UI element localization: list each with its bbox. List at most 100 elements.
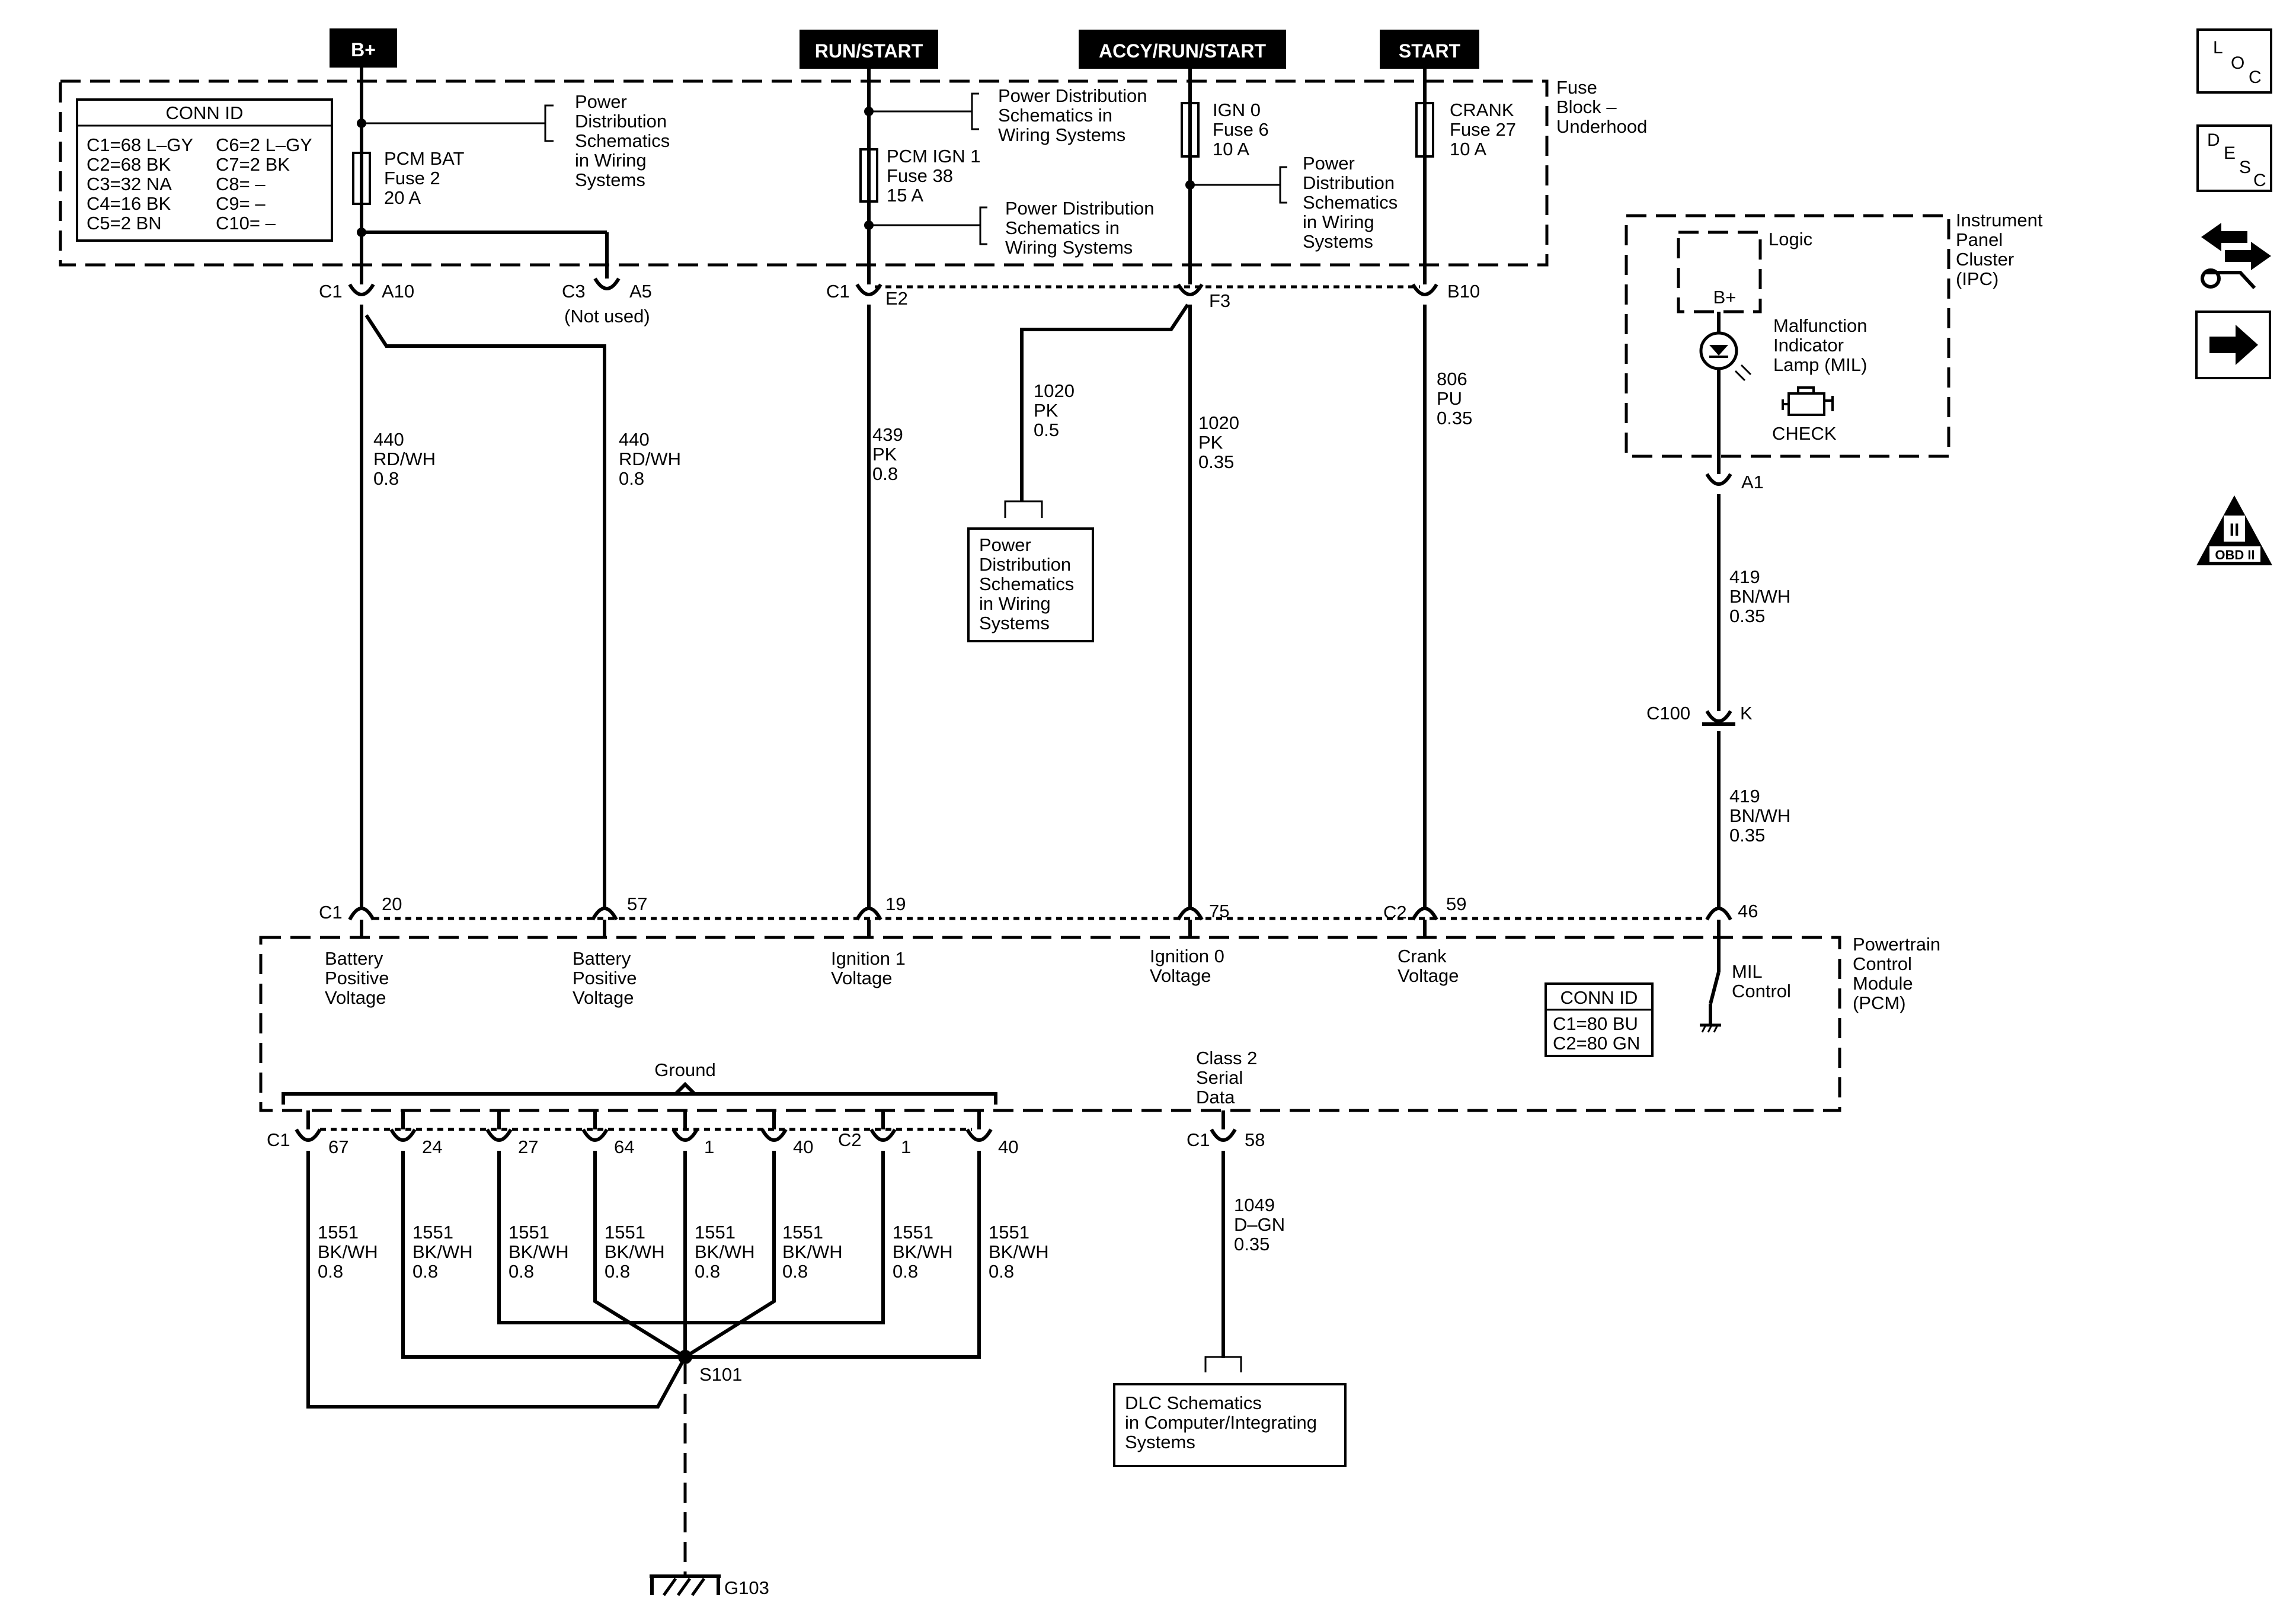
svg-text:0.35: 0.35 xyxy=(1729,606,1765,626)
svg-text:1551: 1551 xyxy=(893,1222,933,1243)
svg-text:(PCM): (PCM) xyxy=(1853,993,1906,1013)
next-arrow-icon[interactable] xyxy=(2195,311,2271,379)
svg-text:C1=68 L–GY: C1=68 L–GY xyxy=(87,135,193,155)
ground-brace-point xyxy=(674,1081,696,1096)
svg-text:Indicator: Indicator xyxy=(1773,335,1844,356)
svg-text:E: E xyxy=(2224,143,2236,163)
diagnostics-icon[interactable] xyxy=(2201,223,2271,290)
ref-power-distribution-box: Power Distribution Schematics in Wiring … xyxy=(967,500,1094,642)
svg-text:27: 27 xyxy=(518,1137,538,1157)
svg-text:C2=68 BK: C2=68 BK xyxy=(87,154,171,175)
svg-text:C2: C2 xyxy=(1383,902,1407,923)
svg-text:C3=32 NA: C3=32 NA xyxy=(87,174,172,194)
svg-text:C: C xyxy=(2249,68,2262,87)
svg-text:G103: G103 xyxy=(724,1577,769,1598)
fuse-connector-terminals xyxy=(348,277,1438,296)
inline-connector-c100: C100 K xyxy=(1646,703,1753,726)
svg-text:Power: Power xyxy=(575,91,627,112)
svg-text:Wiring Systems: Wiring Systems xyxy=(998,124,1125,145)
svg-text:0.8: 0.8 xyxy=(893,1261,918,1282)
svg-text:419: 419 xyxy=(1729,566,1760,587)
location-icon[interactable]: L O C xyxy=(2196,28,2272,94)
svg-text:20: 20 xyxy=(382,894,402,914)
pcm-ign1-fuse-label: PCM IGN 1 Fuse 38 15 A xyxy=(887,146,980,206)
svg-text:II: II xyxy=(2230,520,2240,540)
ground-pin-labels: C1 67 24 27 64 1 40 C2 1 40 C1 58 xyxy=(267,1129,1265,1157)
svg-text:C5=2 BN: C5=2 BN xyxy=(87,213,162,233)
svg-text:L: L xyxy=(2213,38,2223,57)
svg-text:Cluster: Cluster xyxy=(1956,249,2014,270)
circuit-run-start xyxy=(859,68,980,284)
svg-text:C10= –: C10= – xyxy=(216,213,276,233)
svg-text:Schematics in: Schematics in xyxy=(998,105,1112,126)
svg-text:C1: C1 xyxy=(319,281,343,302)
svg-text:Positive: Positive xyxy=(573,968,637,988)
svg-text:Instrument: Instrument xyxy=(1956,210,2043,231)
pcm-battery-positive-voltage-2: Battery Positive Voltage xyxy=(573,948,637,1008)
svg-text:Underhood: Underhood xyxy=(1556,116,1647,137)
svg-text:PU: PU xyxy=(1437,388,1462,409)
header-bplus: B+ xyxy=(330,28,397,68)
svg-text:10 A: 10 A xyxy=(1450,139,1486,159)
svg-text:0.8: 0.8 xyxy=(872,463,898,484)
svg-text:S: S xyxy=(2239,158,2251,177)
svg-text:67: 67 xyxy=(328,1137,348,1157)
svg-text:1: 1 xyxy=(704,1137,714,1157)
svg-text:A1: A1 xyxy=(1741,472,1764,492)
pcm-top-terminals xyxy=(348,907,1732,921)
svg-text:1020: 1020 xyxy=(1034,380,1075,401)
svg-text:C1: C1 xyxy=(1187,1129,1210,1150)
svg-text:64: 64 xyxy=(614,1137,634,1157)
svg-text:BK/WH: BK/WH xyxy=(893,1241,953,1262)
ipc-title: Instrument Panel Cluster (IPC) xyxy=(1956,210,2043,289)
svg-text:Power: Power xyxy=(979,534,1031,555)
ground-terminals xyxy=(295,1128,1237,1142)
svg-text:19: 19 xyxy=(885,894,906,914)
fuse-block-title: Fuse Block – Underhood xyxy=(1556,77,1647,137)
ground-wire-labels: 1551 BK/WH 0.8 1551 BK/WH 0.8 1551 BK/WH… xyxy=(318,1222,1049,1282)
svg-text:(IPC): (IPC) xyxy=(1956,268,1998,289)
svg-text:40: 40 xyxy=(998,1137,1018,1157)
mil-label: Malfunction Indicator Lamp (MIL) xyxy=(1773,315,1868,375)
svg-text:0.35: 0.35 xyxy=(1437,408,1472,428)
ign0-fuse-label: IGN 0 Fuse 6 10 A xyxy=(1213,100,1269,159)
description-icon[interactable]: D E S C xyxy=(2196,124,2272,192)
svg-text:0.8: 0.8 xyxy=(412,1261,438,1282)
svg-text:0.35: 0.35 xyxy=(1729,825,1765,846)
check-engine-icon xyxy=(1782,386,1834,416)
svg-text:C2: C2 xyxy=(838,1129,862,1150)
mil-lamp xyxy=(1699,312,1752,474)
svg-text:RD/WH: RD/WH xyxy=(619,449,681,469)
svg-text:C100: C100 xyxy=(1646,703,1690,724)
svg-text:BK/WH: BK/WH xyxy=(412,1241,473,1262)
svg-text:806: 806 xyxy=(1437,369,1467,389)
svg-text:C4=16 BK: C4=16 BK xyxy=(87,193,171,214)
svg-text:OBD II: OBD II xyxy=(2215,548,2255,562)
svg-text:PCM IGN 1: PCM IGN 1 xyxy=(887,146,980,167)
svg-text:Panel: Panel xyxy=(1956,229,2003,250)
svg-text:C1: C1 xyxy=(319,902,343,923)
svg-text:Voltage: Voltage xyxy=(325,987,386,1008)
svg-text:75: 75 xyxy=(1209,901,1229,921)
svg-text:419: 419 xyxy=(1729,786,1760,806)
svg-text:BK/WH: BK/WH xyxy=(782,1241,843,1262)
svg-text:1551: 1551 xyxy=(412,1222,453,1243)
svg-text:BN/WH: BN/WH xyxy=(1729,805,1790,826)
svg-text:1551: 1551 xyxy=(605,1222,645,1243)
svg-text:Fuse 6: Fuse 6 xyxy=(1213,119,1269,140)
circuit-start xyxy=(1415,68,1434,284)
fuse-connector-labels: C1 A10 C3 A5 (Not used) C1 E2 F3 B10 xyxy=(319,281,1480,327)
svg-text:BK/WH: BK/WH xyxy=(318,1241,378,1262)
wire-419-b: 419 BN/WH 0.35 xyxy=(1717,731,1790,908)
header-start-label: START xyxy=(1399,40,1461,62)
svg-text:Powertrain: Powertrain xyxy=(1853,934,1940,955)
svg-text:0.8: 0.8 xyxy=(509,1261,534,1282)
pcm-ignition-1-voltage: Ignition 1 Voltage xyxy=(831,948,906,988)
header-accy-run-start-label: ACCY/RUN/START xyxy=(1099,40,1267,62)
svg-text:Crank: Crank xyxy=(1398,946,1447,966)
header-start: START xyxy=(1380,30,1479,69)
svg-text:A10: A10 xyxy=(382,281,414,302)
svg-text:1551: 1551 xyxy=(782,1222,823,1243)
pcm-mil-control-label: MIL Control xyxy=(1732,961,1791,1001)
